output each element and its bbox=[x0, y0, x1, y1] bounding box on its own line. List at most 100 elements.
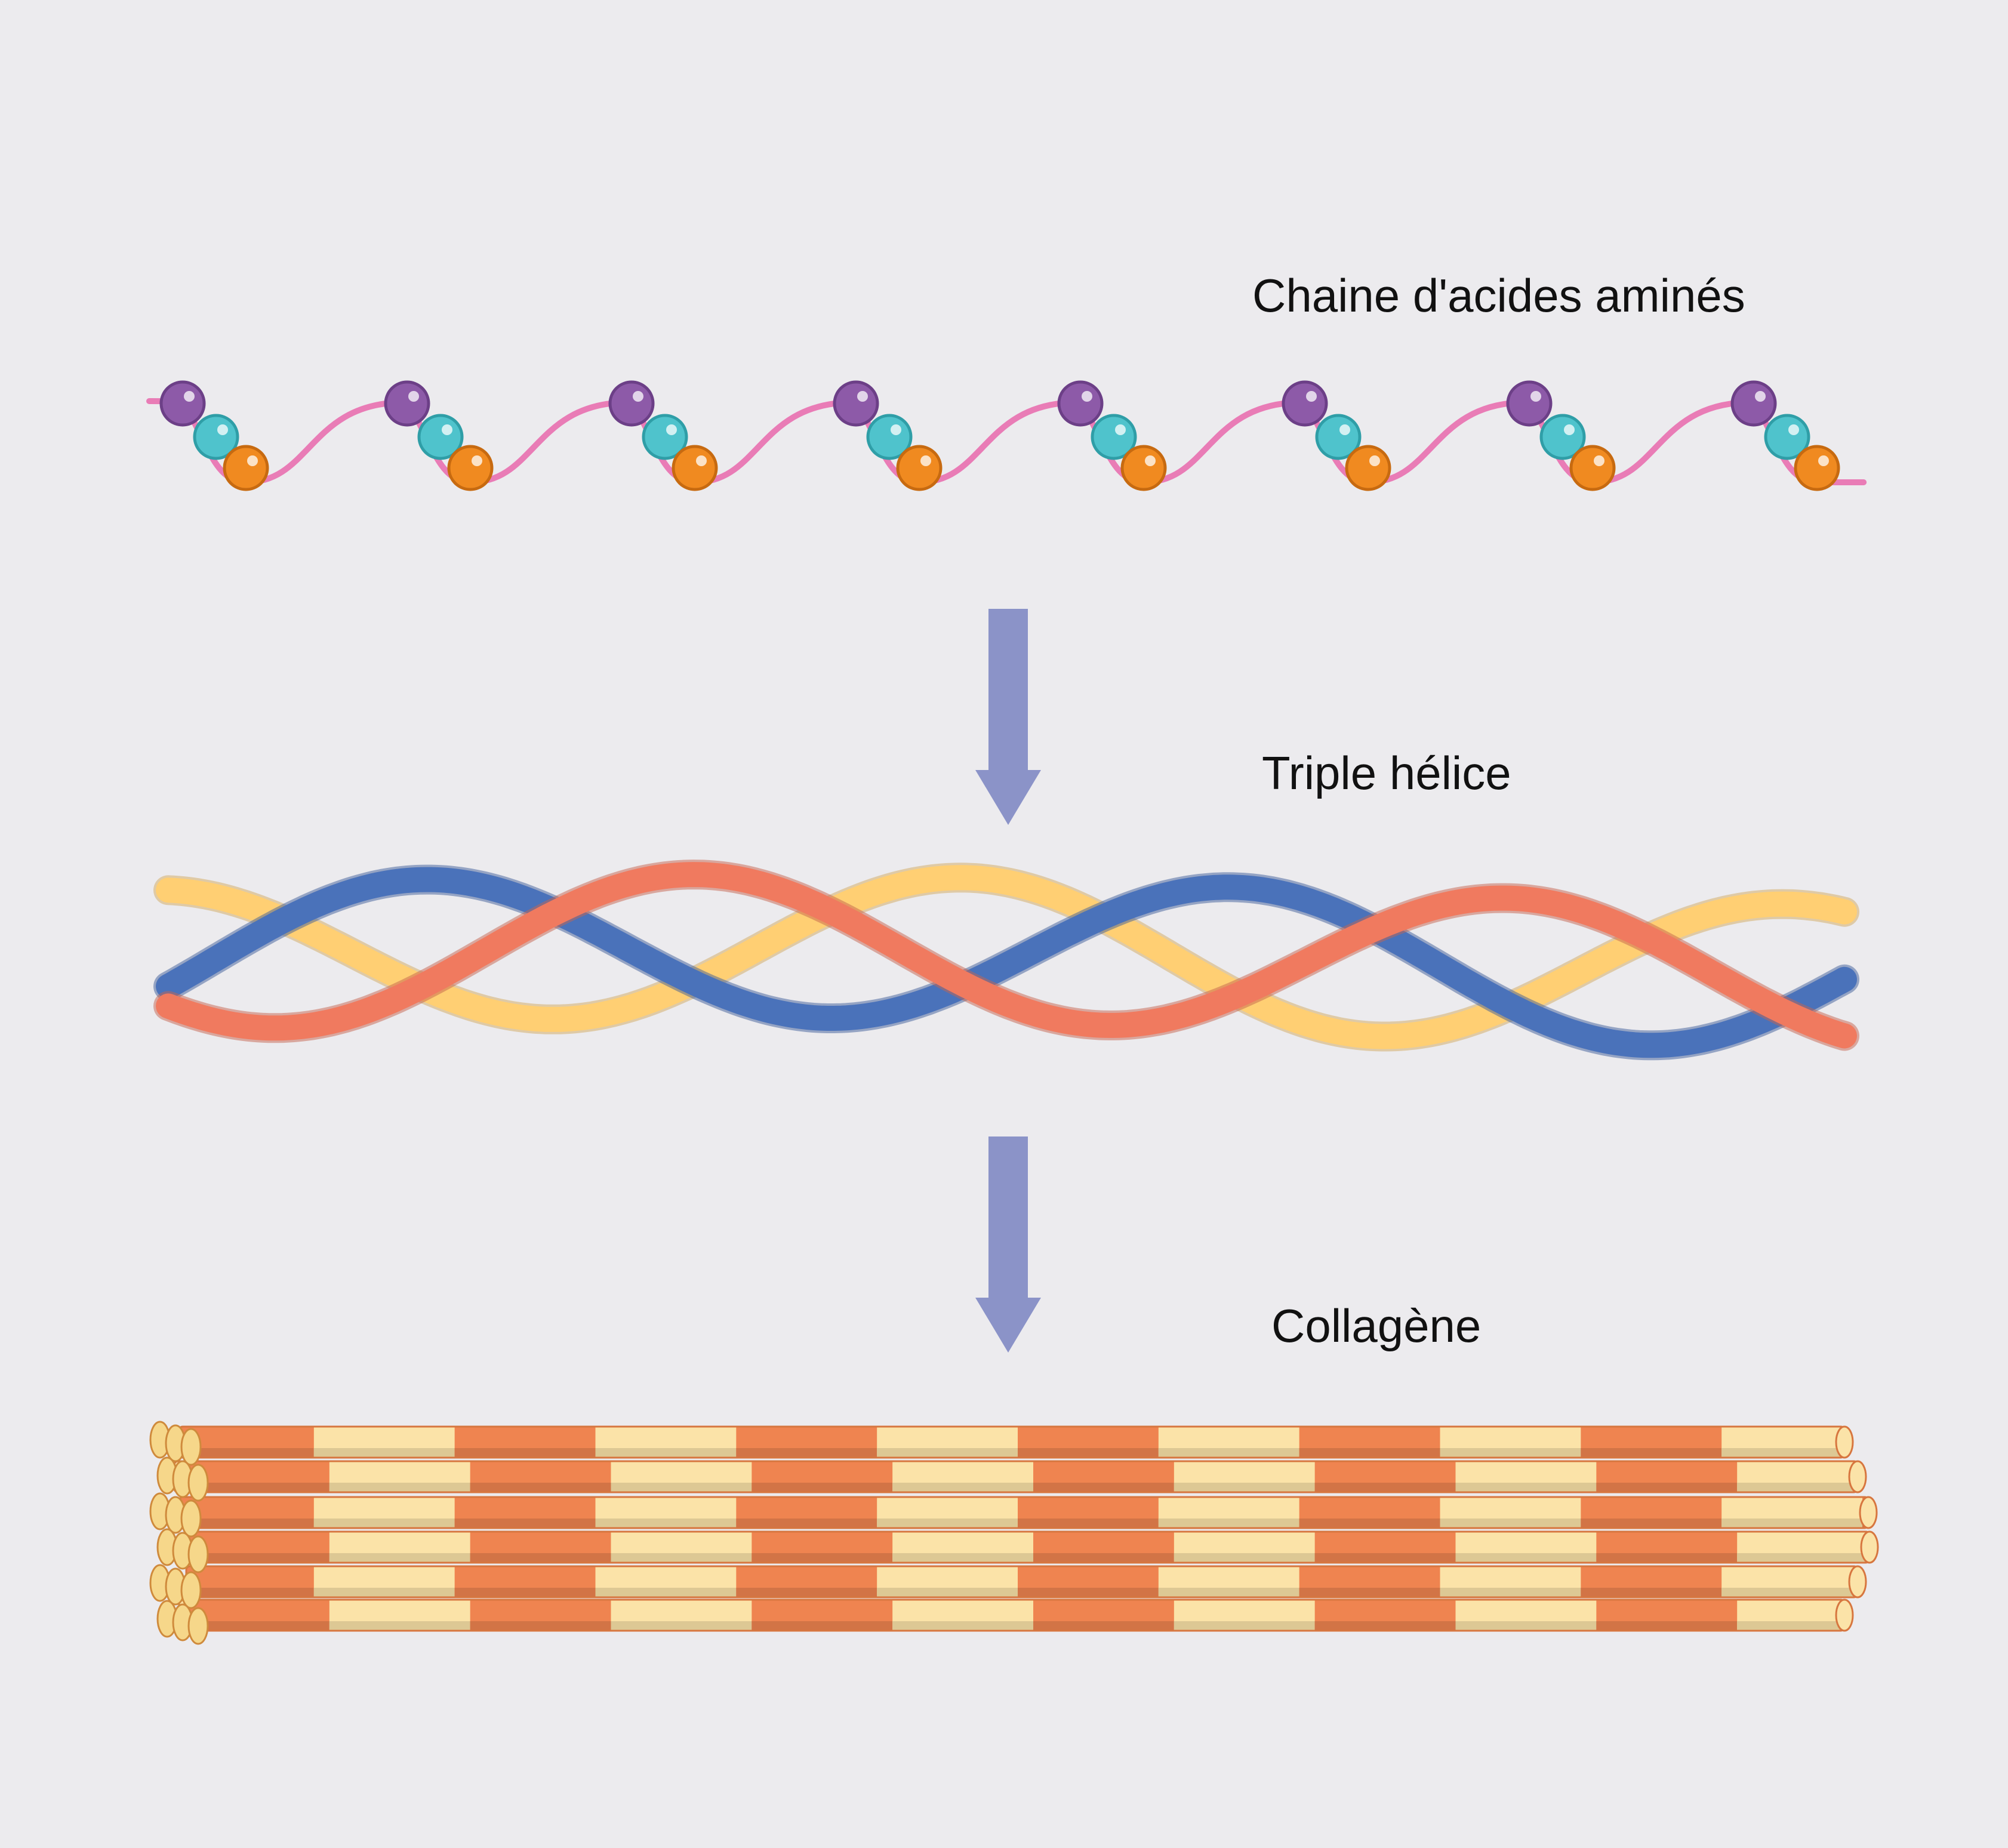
fibril-band-shade bbox=[595, 1588, 737, 1597]
amino-acid-teal bbox=[1764, 414, 1810, 460]
triple-helix bbox=[153, 860, 1859, 1061]
bead-highlight bbox=[1082, 391, 1092, 402]
fibril-band-shade bbox=[1581, 1448, 1723, 1458]
fibril-band-shade bbox=[1721, 1448, 1844, 1458]
fibril-end-cap bbox=[187, 1607, 209, 1645]
fibril-band-shade bbox=[1878, 1621, 2008, 1631]
bead-highlight bbox=[696, 455, 707, 466]
amino-acid-purple bbox=[833, 380, 879, 427]
fibril-band-shade bbox=[1878, 1483, 2008, 1492]
fibril-band-shade bbox=[1314, 1483, 1456, 1492]
bead-highlight bbox=[1530, 391, 1541, 402]
fibril-band bbox=[1878, 1461, 2008, 1492]
fibril-band-shade bbox=[752, 1553, 894, 1563]
fibril-band-shade bbox=[1581, 1588, 1723, 1597]
fibril-band-shade bbox=[1440, 1588, 1582, 1597]
bead-highlight bbox=[857, 391, 868, 402]
fibril-band-shade bbox=[892, 1621, 1034, 1631]
bead-highlight bbox=[1145, 455, 1156, 466]
fibril-band-shade bbox=[1721, 1588, 1858, 1597]
amino-acid-group bbox=[833, 380, 943, 491]
helix-strand-red bbox=[156, 862, 1857, 1049]
fibril-band-shade bbox=[1862, 1448, 2004, 1458]
fibril-band-shade bbox=[1299, 1448, 1441, 1458]
fibril-band-shade bbox=[454, 1448, 596, 1458]
arrow-head bbox=[975, 1298, 1041, 1353]
rod-end bbox=[1859, 1496, 1878, 1529]
label-triple-helix: Triple hélice bbox=[1262, 747, 1511, 799]
amino-acid-orange bbox=[896, 445, 943, 491]
rod-end bbox=[1860, 1530, 1879, 1564]
fibril-band-shade bbox=[1018, 1588, 1159, 1597]
label-collagen: Collagène bbox=[1271, 1299, 1482, 1352]
fibril-band-shade bbox=[611, 1483, 753, 1492]
amino-acid-purple bbox=[1506, 380, 1553, 427]
fibril-band-shade bbox=[189, 1483, 330, 1492]
fibril-band-shade bbox=[1721, 1519, 1863, 1528]
amino-acid-group bbox=[384, 380, 494, 491]
bead-highlight bbox=[666, 424, 677, 435]
bead-highlight bbox=[920, 455, 931, 466]
bead-highlight bbox=[1115, 424, 1126, 435]
fibril-band bbox=[1862, 1497, 1868, 1528]
amino-acid-purple bbox=[1730, 380, 1777, 427]
fibril-band-shade bbox=[1737, 1553, 1870, 1563]
arrow-shaft bbox=[988, 1136, 1028, 1299]
amino-acid-group bbox=[1506, 380, 1616, 491]
amino-acid-group bbox=[159, 380, 269, 491]
fibril-band-shade bbox=[1455, 1621, 1597, 1631]
fibril-band-shade bbox=[329, 1621, 471, 1631]
fibril-band bbox=[1862, 1427, 2004, 1458]
bead-highlight bbox=[442, 424, 452, 435]
amino-acid-orange bbox=[1569, 445, 1616, 491]
fibril-band-shade bbox=[313, 1448, 455, 1458]
fibril-band-shade bbox=[877, 1519, 1018, 1528]
fibril-band-shade bbox=[454, 1519, 596, 1528]
amino-acid-purple bbox=[1057, 380, 1104, 427]
fibril-band-shade bbox=[1314, 1621, 1456, 1631]
fibril-band-shade bbox=[1018, 1519, 1159, 1528]
amino-acid-orange bbox=[1794, 445, 1840, 491]
fibril-rod bbox=[178, 1496, 1878, 1529]
bead-highlight bbox=[633, 391, 643, 402]
fibril-band-shade bbox=[329, 1483, 471, 1492]
fibril-band-shade bbox=[1737, 1483, 1858, 1492]
rod-end bbox=[1848, 1460, 1867, 1493]
fibril-band-shade bbox=[892, 1553, 1034, 1563]
bead-highlight bbox=[184, 391, 195, 402]
amino-acid-purple bbox=[608, 380, 655, 427]
amino-acid-teal bbox=[193, 414, 239, 460]
amino-acid-purple bbox=[384, 380, 430, 427]
fibril-band-shade bbox=[1033, 1483, 1175, 1492]
down-arrow-2 bbox=[975, 1136, 1041, 1353]
fibril-band-shade bbox=[470, 1483, 612, 1492]
bead-highlight bbox=[217, 424, 228, 435]
fibril-band-shade bbox=[1158, 1588, 1300, 1597]
fibril-band-shade bbox=[595, 1448, 737, 1458]
fibril-band-shade bbox=[313, 1519, 455, 1528]
fibril-band-shade bbox=[1455, 1483, 1597, 1492]
amino-acid-orange bbox=[223, 445, 269, 491]
fibril-band-shade bbox=[1440, 1519, 1582, 1528]
fibril-band-shade bbox=[752, 1483, 894, 1492]
fibril-band-shade bbox=[1158, 1519, 1300, 1528]
arrow-head bbox=[975, 770, 1041, 825]
bead-highlight bbox=[1306, 391, 1317, 402]
amino-acid-teal bbox=[642, 414, 688, 460]
fibril-band-shade bbox=[1878, 1553, 2008, 1563]
bead-highlight bbox=[1818, 455, 1829, 466]
bead-highlight bbox=[1788, 424, 1799, 435]
fibril-band bbox=[1862, 1566, 2004, 1597]
fibril-rod bbox=[185, 1530, 2008, 1564]
fibril-band-shade bbox=[1596, 1621, 1738, 1631]
fibril-end-cap bbox=[180, 1499, 202, 1538]
bead-highlight bbox=[408, 391, 419, 402]
amino-acid-group bbox=[1057, 380, 1167, 491]
amino-acid-teal bbox=[1091, 414, 1137, 460]
fibril-band-shade bbox=[1314, 1553, 1456, 1563]
helix-strand-blue bbox=[156, 867, 1857, 1058]
amino-acid-teal bbox=[417, 414, 464, 460]
amino-acid-group bbox=[608, 380, 718, 491]
